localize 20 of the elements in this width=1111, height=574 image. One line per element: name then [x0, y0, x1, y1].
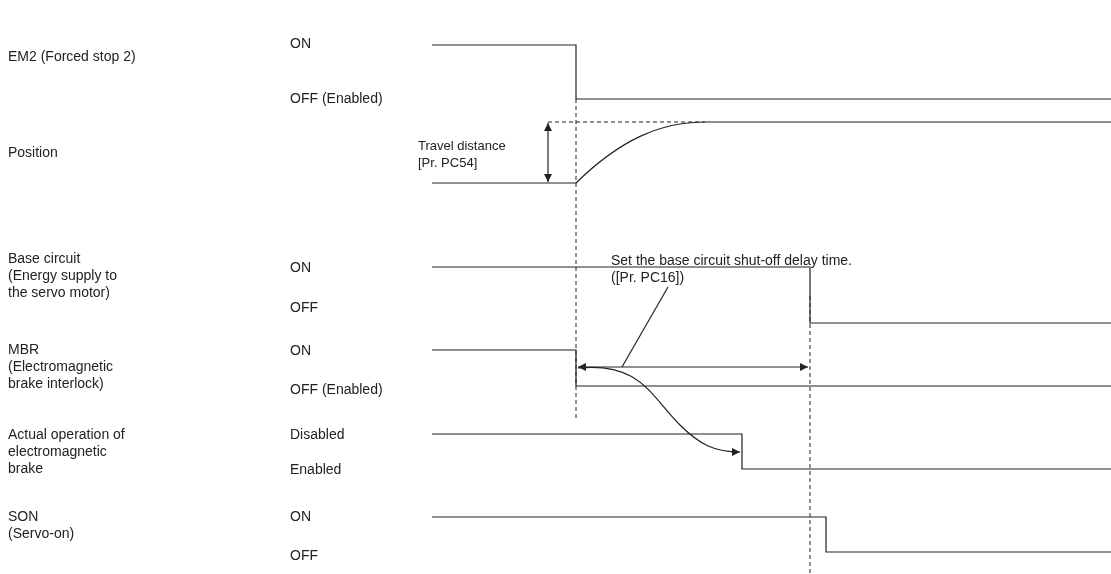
signal-name: EM2 (Forced stop 2): [8, 48, 137, 65]
state-label: Disabled: [290, 426, 346, 443]
state-label: ON: [290, 342, 312, 359]
state-label: ON: [290, 508, 312, 525]
dimension-line: [577, 363, 809, 371]
state-label: OFF (Enabled): [290, 90, 384, 107]
state-label: ON: [290, 35, 312, 52]
dimension-label: Travel distance [Pr. PC54]: [418, 137, 507, 171]
state-label: ON: [290, 259, 312, 276]
signal-name: Position: [8, 144, 59, 161]
signal-name: Base circuit (Energy supply to the servo motor): [8, 250, 118, 301]
note-text: Set the base circuit shut-off delay time. ([Pr. PC16]): [611, 252, 873, 286]
leader-line: [621, 286, 669, 368]
signal-name: MBR (Electromagnetic brake interlock): [8, 341, 115, 392]
signal-name: SON (Servo-on): [8, 508, 76, 542]
state-label: OFF: [290, 547, 319, 564]
state-label: OFF: [290, 299, 319, 316]
state-label: Enabled: [290, 461, 343, 478]
signal-name: Actual operation of electromagnetic brake: [8, 426, 126, 477]
state-label: OFF (Enabled): [290, 381, 384, 398]
